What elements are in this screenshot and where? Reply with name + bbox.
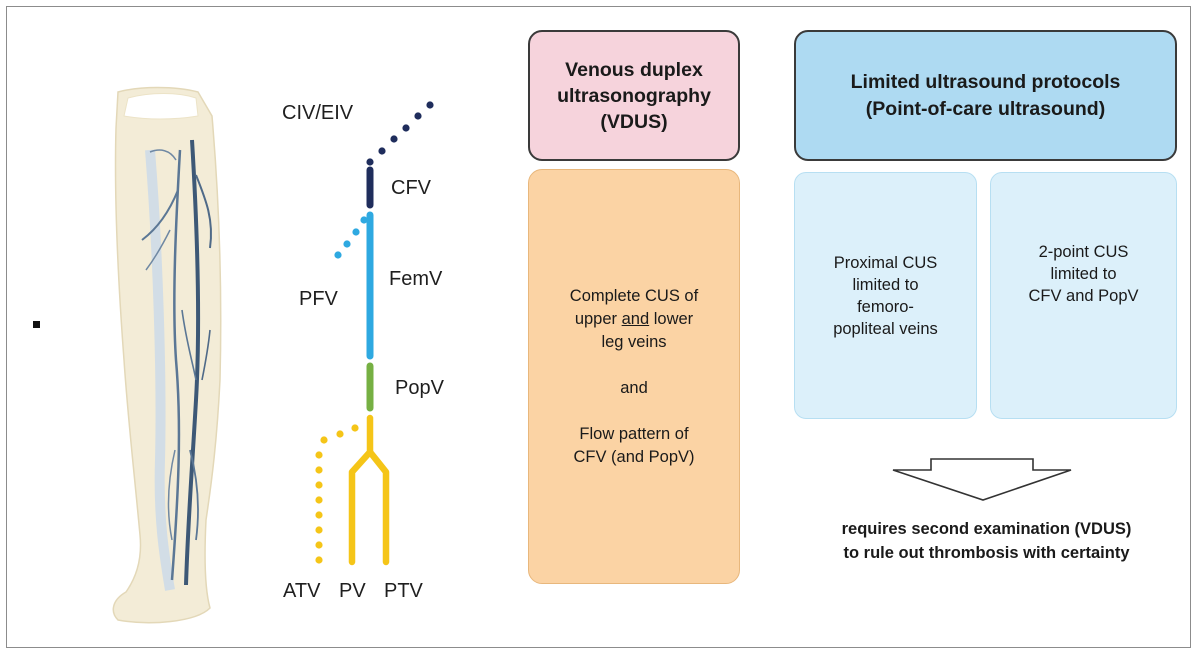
two-point-cus-box: 2-point CUS limited to CFV and PopV [990,172,1177,419]
limited-protocols-header: Limited ultrasound protocols (Point-of-c… [794,30,1177,161]
proximal-line1: Proximal CUS [833,253,938,272]
limited-title-line1: Limited ultrasound protocols [850,70,1121,93]
vdus-body-line1: Complete CUS of [569,286,699,305]
label-pv: PV [339,580,366,602]
calf-veins [348,414,390,566]
twopoint-line2: limited to [1050,264,1117,283]
vdus-body-line5: CFV (and PopV) [573,447,695,466]
twopoint-line3: CFV and PopV [1028,286,1139,305]
label-ptv: PTV [384,580,423,602]
label-cfv: CFV [391,177,431,199]
label-femv: FemV [389,268,443,290]
vdus-body-line4: Flow pattern of [579,424,689,443]
vdus-title-line2: ultrasonography [557,84,711,107]
conclusion-line1: requires second examination (VDUS) [841,520,1132,538]
down-arrow-icon [892,458,1072,501]
figure-frame [6,6,1191,648]
label-popv: PopV [395,377,444,399]
label-pfv: PFV [299,288,338,310]
proximal-line2: limited to [852,275,919,294]
vdus-title-line3: (VDUS) [600,110,668,133]
vdus-title-line1: Venous duplex [565,58,703,81]
civ-eiv-dotted-line [366,101,434,166]
vdus-body-and: and [620,378,648,397]
proximal-cus-box: Proximal CUS limited to femoro- poplitea… [794,172,977,419]
leg-top [123,93,199,120]
vdus-body-line2-pre: upper [574,309,622,328]
vdus-body-line3: leg veins [601,332,667,351]
pv-segment [348,414,374,566]
bullet-marker [33,321,40,328]
leg-silhouette [112,86,222,624]
proximal-line3: femoro- [857,297,914,316]
vdus-body-line2-underlined: and [621,309,650,328]
vdus-body: Complete CUS of upper and lower leg vein… [528,169,740,584]
proximal-line4: popliteal veins [833,319,938,338]
pfv-dotted-line [334,216,368,259]
ptv-segment [366,448,390,566]
vdus-body-line2: upper and lower [575,308,693,331]
twopoint-line1: 2-point CUS [1038,242,1129,261]
label-atv: ATV [283,580,321,602]
vdus-body-line2-post: lower [649,309,694,328]
limited-title-line2: (Point-of-care ultrasound) [865,97,1106,120]
label-civ-eiv: CIV/EIV [282,102,354,124]
vdus-header: Venous duplex ultrasonography (VDUS) [528,30,740,161]
conclusion-line2: to rule out thrombosis with certainty [843,544,1130,562]
leg-illustration [112,86,222,624]
atv-dotted-line [315,424,359,564]
conclusion-text: requires second examination (VDUS) to ru… [795,517,1178,565]
